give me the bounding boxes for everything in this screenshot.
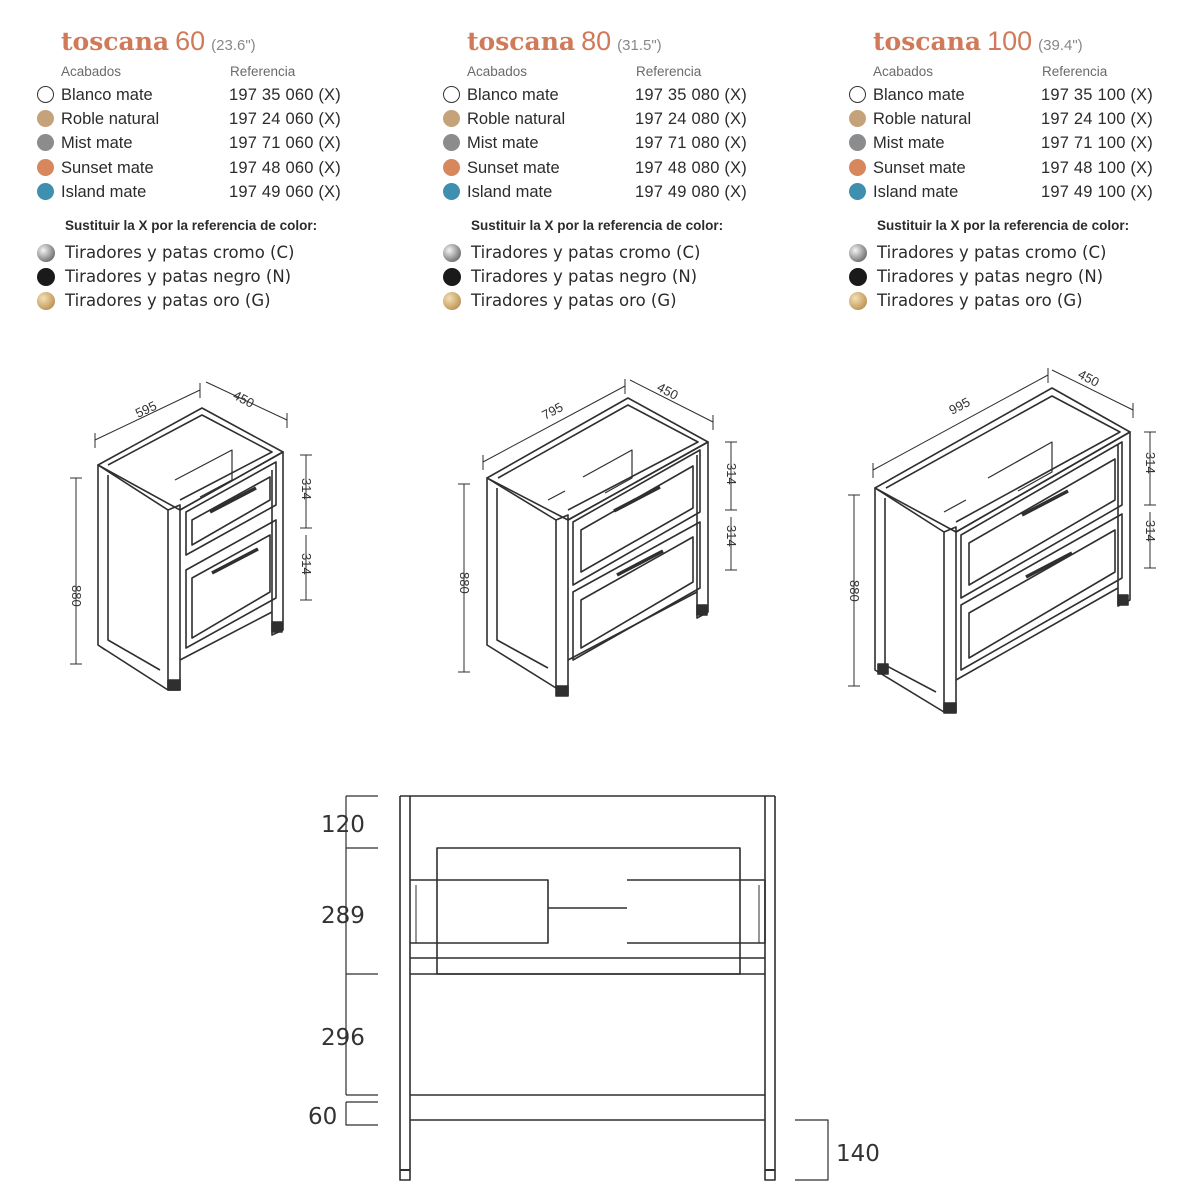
hardware-row: Tiradores y patas cromo (C) [849, 241, 1200, 265]
dim-top-gap: 120 [321, 812, 365, 838]
hardware-row: Tiradores y patas oro (G) [443, 289, 823, 313]
cabinet-80-drawing [458, 379, 737, 697]
dim-drawer2-60: 314 [299, 553, 314, 575]
hardware-row: Tiradores y patas cromo (C) [37, 241, 417, 265]
dim-width-100: 995 [946, 394, 972, 417]
roble-swatch [37, 110, 54, 128]
sunset-swatch [443, 158, 460, 176]
black-swatch [443, 267, 461, 286]
hardware-row: Tiradores y patas negro (N) [37, 265, 417, 289]
substitute-note: Sustituir la X por la referencia de colo… [877, 217, 1130, 233]
dim-depth-60: 450 [231, 387, 257, 410]
hardware-row: Tiradores y patas oro (G) [849, 289, 1200, 313]
dim-width-80: 795 [539, 399, 565, 422]
sunset-swatch [849, 158, 866, 176]
black-swatch [849, 267, 867, 286]
hardware-row: Tiradores y patas negro (N) [443, 265, 823, 289]
mist-swatch [443, 134, 460, 152]
product-size-inches: (23.6") [211, 37, 256, 54]
cabinet-60-drawing [70, 381, 312, 691]
mist-swatch [849, 134, 866, 152]
black-swatch [37, 267, 55, 286]
dim-height-100: 880 [847, 580, 862, 602]
dim-height-60: 880 [69, 585, 84, 607]
chrome-swatch [37, 243, 55, 262]
hardware-row: Tiradores y patas negro (N) [849, 265, 1200, 289]
island-swatch [443, 182, 460, 200]
dim-depth-100: 450 [1076, 366, 1102, 389]
dim-width-60: 595 [133, 398, 159, 421]
mist-swatch [37, 134, 54, 152]
blanco-swatch [849, 86, 866, 103]
dim-drawer1-80: 314 [724, 463, 739, 485]
substitute-note: Sustituir la X por la referencia de colo… [471, 217, 724, 233]
chrome-swatch [849, 243, 867, 262]
hardware-row: Tiradores y patas oro (G) [37, 289, 417, 313]
dim-drawer1-100: 314 [1143, 452, 1158, 474]
section-view-drawing [345, 795, 829, 1181]
finish-table-header: Acabados Referencia [37, 58, 417, 82]
product-name: toscana [61, 27, 170, 56]
roble-swatch [443, 110, 460, 128]
island-swatch [37, 182, 54, 200]
blanco-swatch [443, 86, 460, 103]
hardware-row: Tiradores y patas cromo (C) [443, 241, 823, 265]
gold-swatch [37, 291, 55, 310]
finish-table-header: Acabados Referencia [873, 64, 1108, 79]
finishes-header: Acabados [61, 64, 122, 79]
dim-depth-80: 450 [655, 379, 681, 402]
finish-table-header: Acabados Referencia [467, 64, 702, 79]
dim-rail: 60 [308, 1104, 337, 1130]
dim-lower-drawer: 296 [321, 1025, 365, 1051]
dim-drawer2-80: 314 [724, 525, 739, 547]
dim-drawer2-100: 314 [1143, 520, 1158, 542]
sunset-swatch [37, 158, 54, 176]
product-size: 60 [175, 26, 206, 56]
dim-upper-drawer: 289 [321, 903, 365, 929]
reference-header: Referencia [230, 64, 296, 79]
blanco-swatch [37, 86, 54, 103]
roble-swatch [849, 110, 866, 128]
chrome-swatch [443, 243, 461, 262]
island-swatch [849, 182, 866, 200]
dim-drawer1-60: 314 [299, 478, 314, 500]
dim-leg-height: 140 [836, 1141, 880, 1167]
dim-height-80: 880 [457, 572, 472, 594]
gold-swatch [849, 291, 867, 310]
gold-swatch [443, 291, 461, 310]
cabinet-100-drawing [848, 368, 1156, 714]
substitute-note: Sustituir la X por la referencia de colo… [65, 217, 318, 233]
